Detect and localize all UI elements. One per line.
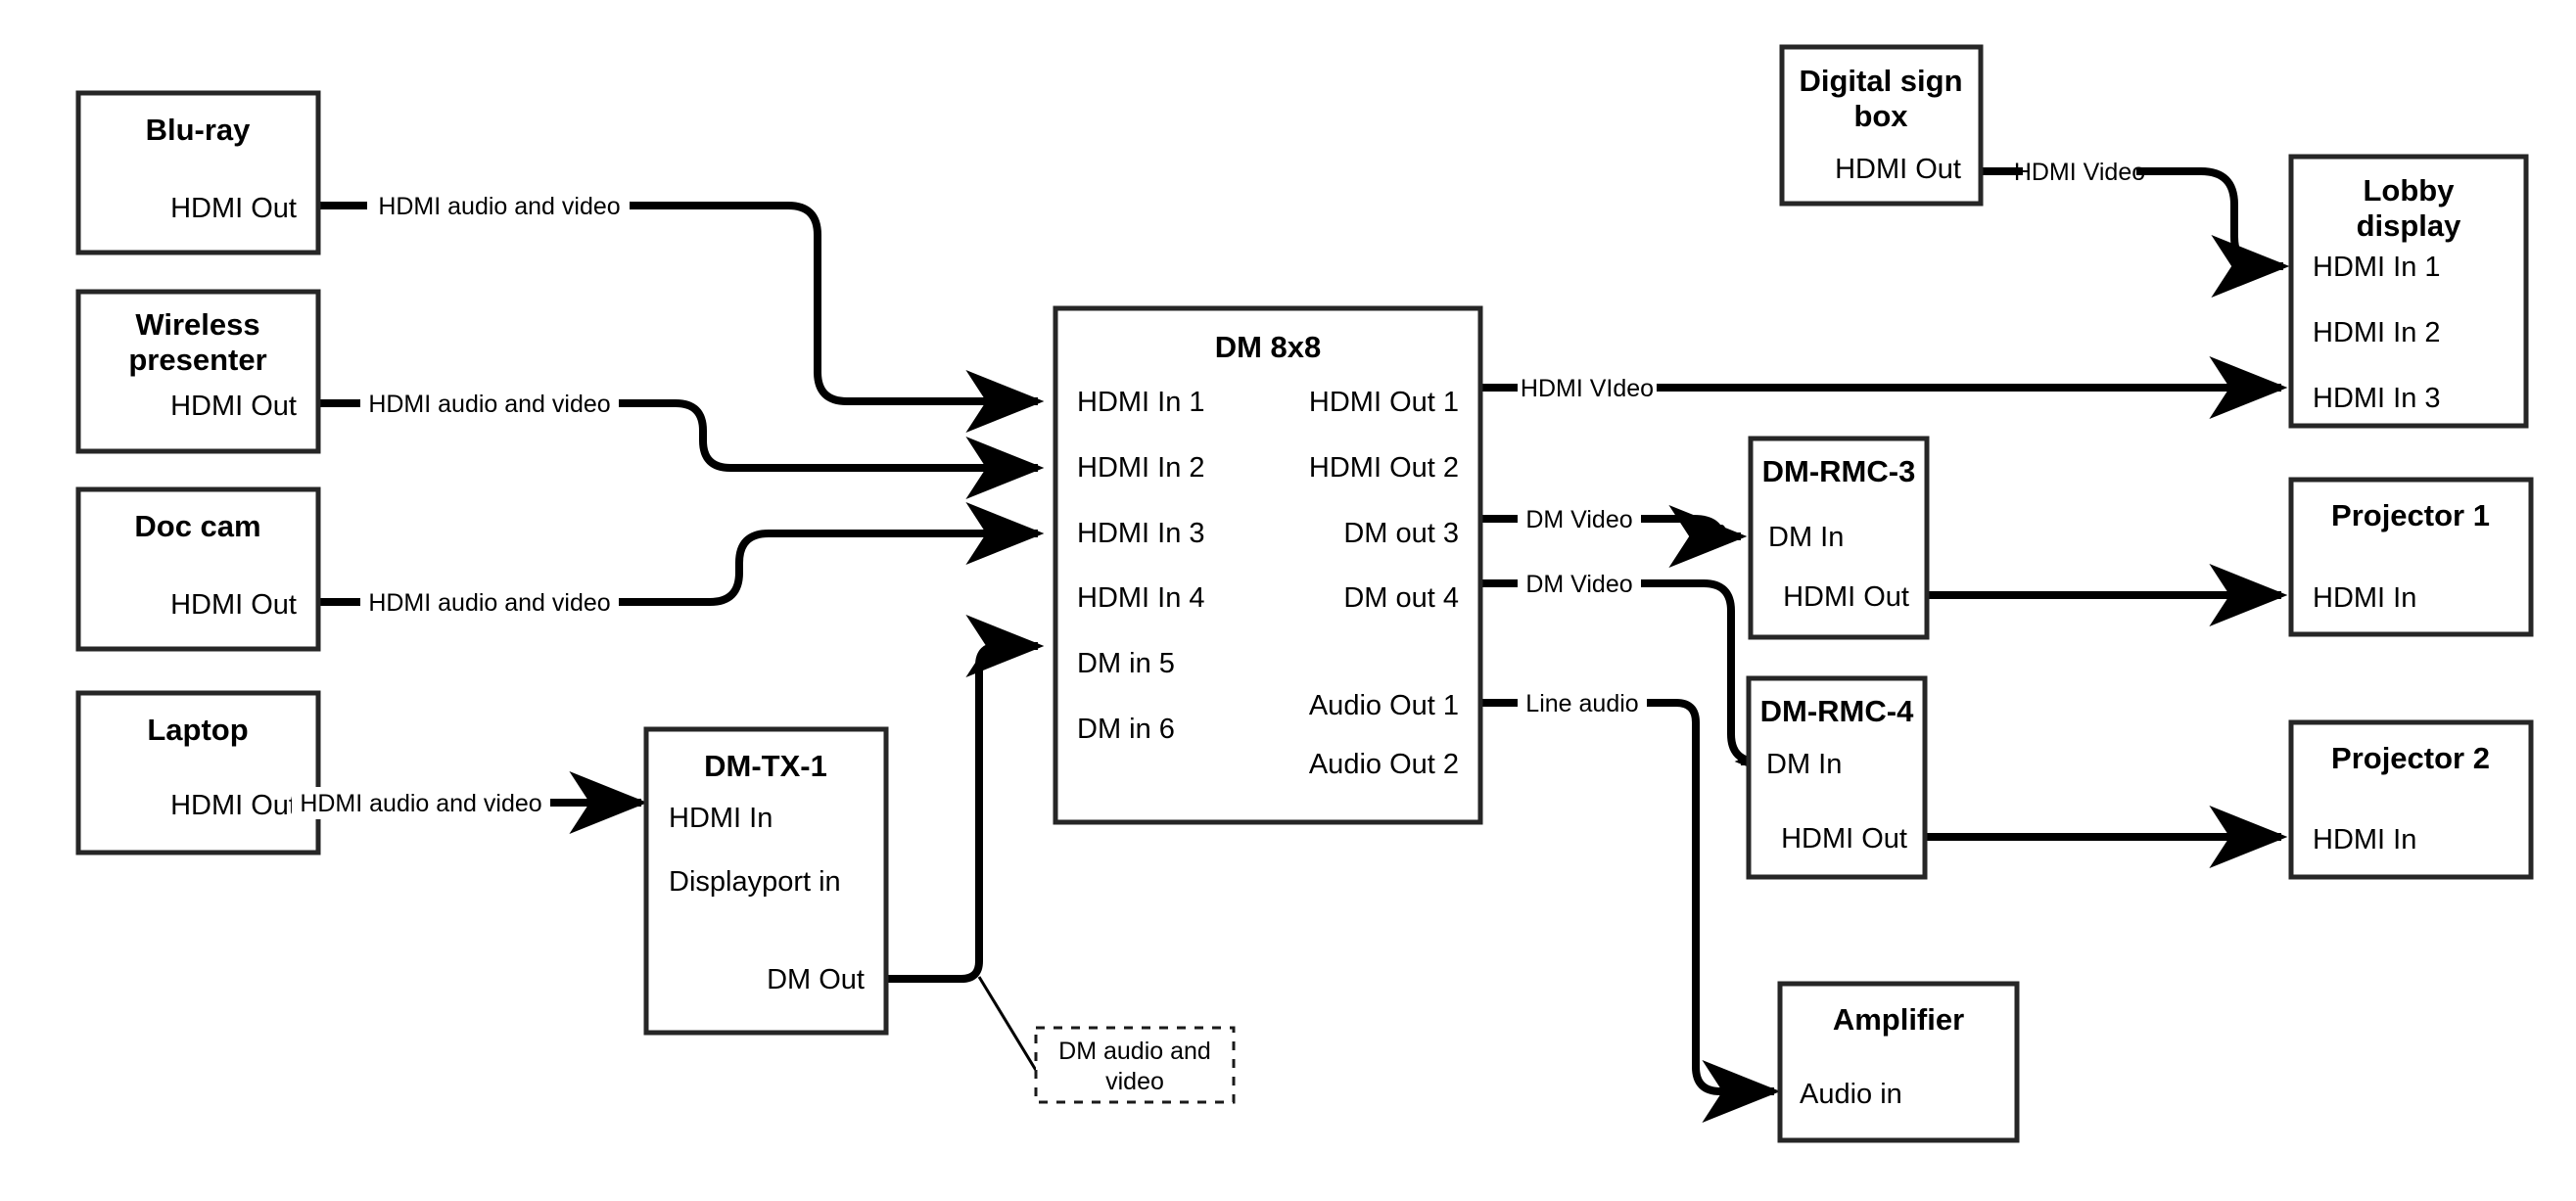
node-projector-2-port-hdmi-in: HDMI In <box>2313 824 2416 855</box>
node-bluray-port-hdmi-out: HDMI Out <box>170 193 297 224</box>
node-digital-sign-box-port-hdmi-out: HDMI Out <box>1835 154 1961 185</box>
wire-dm-out-4-to-rmc4 <box>1480 579 1813 793</box>
node-amplifier-port-audio-in: Audio in <box>1800 1079 1902 1110</box>
edge-label-doccam-to-hdmi-in-3: HDMI audio and video <box>368 589 610 617</box>
callout-dm-av-line1: DM audio and <box>1058 1038 1211 1065</box>
node-dm-rmc-3-port-dm-in: DM In <box>1768 522 1844 553</box>
node-bluray-title: Blu-ray <box>146 113 252 147</box>
node-projector-1[interactable]: Projector 1 HDMI In <box>2288 477 2534 637</box>
wire-audio-out-1-to-amplifier <box>1480 699 1781 1123</box>
node-lobby-display-port-hdmi-in-1: HDMI In 1 <box>2313 252 2441 283</box>
node-dm-8x8-output-dm-out-3: DM out 3 <box>1343 518 1459 549</box>
node-lobby-display-title-line1: Lobby <box>2364 173 2456 208</box>
node-dm-tx-1-port-hdmi-in: HDMI In <box>669 803 773 834</box>
node-dm-8x8-title: DM 8x8 <box>1215 330 1322 364</box>
callout-dm-av-line2: video <box>1105 1068 1164 1095</box>
edge-label-bluray-to-hdmi-in-1: HDMI audio and video <box>378 193 620 220</box>
node-dm-8x8-output-dm-out-4: DM out 4 <box>1343 582 1459 614</box>
node-lobby-display-port-hdmi-in-3: HDMI In 3 <box>2313 383 2441 414</box>
node-dm-8x8-input-dm-in-6: DM in 6 <box>1077 714 1175 745</box>
edge-label-group: HDMI audio and video HDMI audio and vide… <box>292 156 2145 819</box>
node-wireless-presenter-title-line2: presenter <box>128 343 266 377</box>
node-laptop-port-hdmi-out: HDMI Out <box>170 790 297 821</box>
node-wireless-presenter[interactable]: Wireless presenter HDMI Out <box>75 289 321 454</box>
node-dm-tx-1-title: DM-TX-1 <box>704 749 827 783</box>
node-lobby-display[interactable]: Lobby display HDMI In 1 HDMI In 2 HDMI I… <box>2288 154 2529 429</box>
node-dm-8x8-output-audio-out-2: Audio Out 2 <box>1309 749 1459 780</box>
node-dm-rmc-3[interactable]: DM-RMC-3 DM In HDMI Out <box>1748 436 1930 640</box>
node-dm-rmc-4-title: DM-RMC-4 <box>1760 694 1914 728</box>
node-dm-tx-1[interactable]: DM-TX-1 HDMI In Displayport in DM Out <box>643 726 889 1036</box>
wire-dmtx1-to-dm-in-5 <box>881 615 1045 983</box>
node-dm-rmc-3-title: DM-RMC-3 <box>1762 454 1916 488</box>
node-dm-tx-1-port-displayport-in: Displayport in <box>669 866 841 898</box>
node-laptop-title: Laptop <box>147 713 248 747</box>
wire-doccam-to-hdmi-in-3 <box>318 502 1045 606</box>
leader-line-dm-av-callout <box>977 976 1042 1078</box>
edge-label-hdmi-out-1-to-lobby: HDMI VIdeo <box>1521 375 1654 402</box>
wire-wireless-to-hdmi-in-2 <box>318 399 1045 499</box>
node-lobby-display-port-hdmi-in-2: HDMI In 2 <box>2313 317 2441 348</box>
node-dm-rmc-3-port-hdmi-out: HDMI Out <box>1783 581 1909 613</box>
node-dm-8x8-output-hdmi-out-2: HDMI Out 2 <box>1309 452 1459 484</box>
callout-dm-audio-and-video: DM audio and video <box>1034 1026 1236 1104</box>
node-projector-2[interactable]: Projector 2 HDMI In <box>2288 719 2534 880</box>
edge-label-digitalsign-to-lobby: HDMI Video <box>2014 159 2145 186</box>
node-dm-8x8-input-dm-in-5: DM in 5 <box>1077 648 1175 679</box>
node-dm-tx-1-port-dm-out: DM Out <box>767 964 865 995</box>
node-projector-2-title: Projector 2 <box>2331 741 2490 775</box>
node-amplifier-title: Amplifier <box>1833 1002 1964 1037</box>
node-doc-cam-port-hdmi-out: HDMI Out <box>170 589 297 621</box>
node-bluray[interactable]: Blu-ray HDMI Out <box>75 90 321 255</box>
node-dm-8x8-input-hdmi-in-4: HDMI In 4 <box>1077 582 1205 614</box>
node-projector-1-title: Projector 1 <box>2331 498 2490 532</box>
node-dm-rmc-4-port-dm-in: DM In <box>1766 749 1842 780</box>
node-doc-cam-title: Doc cam <box>134 509 260 543</box>
node-digital-sign-box-title-line2: box <box>1853 99 1908 133</box>
node-dm-8x8-input-hdmi-in-3: HDMI In 3 <box>1077 518 1205 549</box>
node-projector-1-port-hdmi-in: HDMI In <box>2313 582 2416 614</box>
node-dm-8x8-output-audio-out-1: Audio Out 1 <box>1309 690 1459 721</box>
node-dm-8x8-output-hdmi-out-1: HDMI Out 1 <box>1309 387 1459 418</box>
node-digital-sign-box[interactable]: Digital sign box HDMI Out <box>1779 44 1984 207</box>
node-amplifier[interactable]: Amplifier Audio in <box>1777 981 2020 1143</box>
node-lobby-display-title-line2: display <box>2357 208 2462 243</box>
edge-label-audio-out-1-to-amplifier: Line audio <box>1525 690 1638 717</box>
wire-digitalsign-to-lobby-in-1 <box>1981 167 2290 298</box>
node-dm-8x8-input-hdmi-in-1: HDMI In 1 <box>1077 387 1205 418</box>
node-dm-rmc-4-port-hdmi-out: HDMI Out <box>1781 823 1907 855</box>
edge-label-wireless-to-hdmi-in-2: HDMI audio and video <box>368 391 610 418</box>
node-digital-sign-box-title-line1: Digital sign <box>1799 64 1962 98</box>
node-dm-8x8[interactable]: DM 8x8 HDMI In 1 HDMI In 2 HDMI In 3 HDM… <box>1053 305 1483 825</box>
node-wireless-presenter-port-hdmi-out: HDMI Out <box>170 391 297 422</box>
node-dm-8x8-input-hdmi-in-2: HDMI In 2 <box>1077 452 1205 484</box>
wire-dm-out-3-to-rmc3 <box>1480 505 1748 568</box>
wire-bluray-to-hdmi-in-1 <box>318 202 1045 433</box>
node-wireless-presenter-title-line1: Wireless <box>135 307 259 342</box>
node-dm-rmc-4[interactable]: DM-RMC-4 DM In HDMI Out <box>1746 675 1928 880</box>
edge-label-laptop-to-dmtx1: HDMI audio and video <box>300 790 541 817</box>
edge-label-dm-out-4-to-rmc4: DM Video <box>1525 571 1632 598</box>
node-laptop[interactable]: Laptop HDMI Out <box>75 690 321 855</box>
node-doc-cam[interactable]: Doc cam HDMI Out <box>75 486 321 652</box>
edge-label-dm-out-3-to-rmc3: DM Video <box>1525 506 1632 533</box>
